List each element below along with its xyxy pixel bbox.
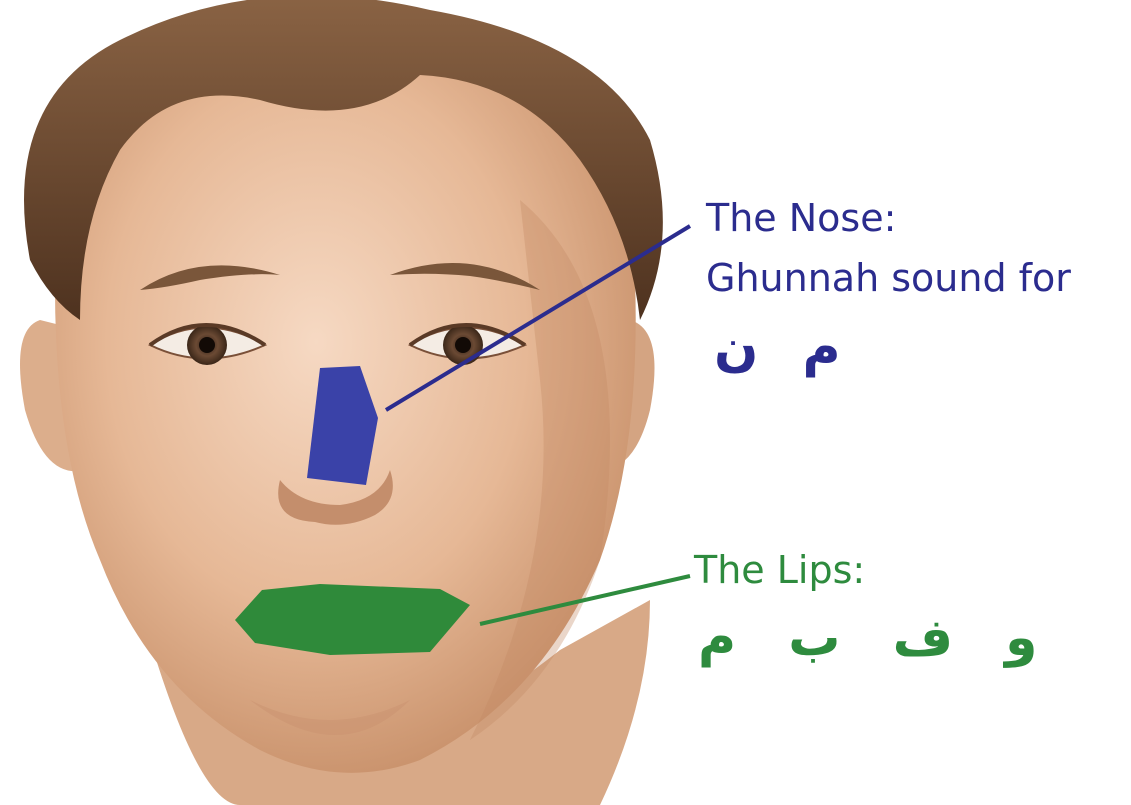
nose-label-subtitle: Ghunnah sound for	[706, 256, 1071, 302]
lips-highlight	[235, 584, 470, 655]
lips-label-title: The Lips:	[694, 548, 865, 594]
nose-label-title: The Nose:	[706, 196, 896, 242]
nose-arabic-letters: م ن	[714, 322, 841, 374]
lips-arabic-letters: و ف ب م	[698, 612, 1037, 664]
